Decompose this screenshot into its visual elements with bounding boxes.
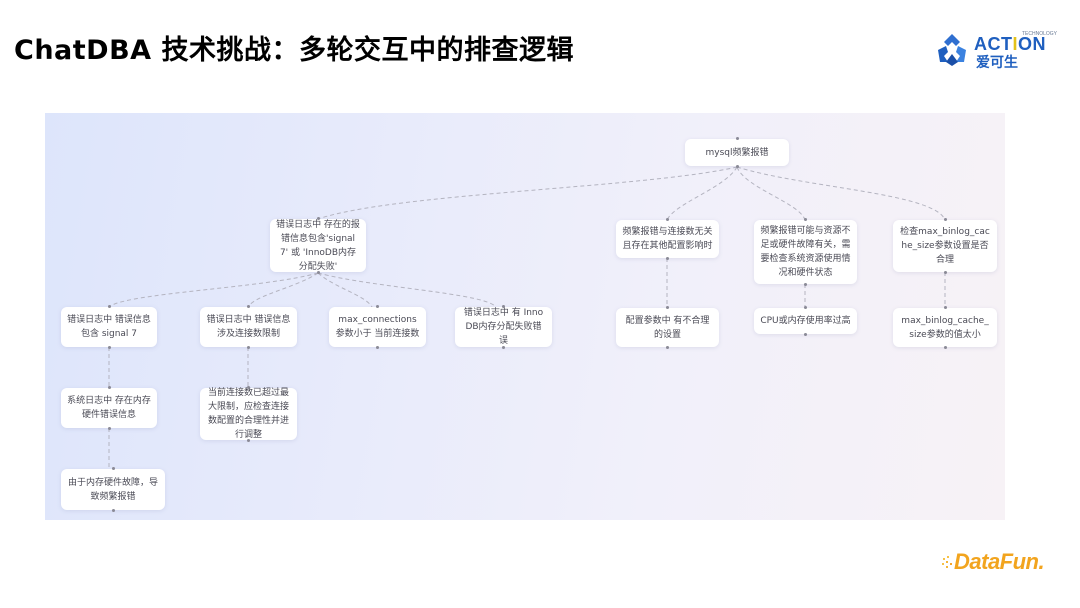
node-label: 频繁报错与连接数无关且存在其他配置影响时	[622, 227, 713, 251]
diagram-edges	[108, 166, 946, 469]
connector-dot	[376, 305, 379, 308]
connector-dot	[804, 218, 807, 221]
node-label: 错误日志中 错误信息包含 signal 7	[67, 315, 151, 339]
action-logo: TECHNOLOGY ACTION 爱可生	[932, 28, 1057, 72]
connector-dot	[666, 346, 669, 349]
connector-dot	[107, 427, 111, 430]
connector-dot	[316, 271, 320, 274]
node-label: 错误日志中 存在的报错信息包含'signal 7' 或 'InnoDB内存分配失…	[276, 219, 360, 272]
diagram-node-adjust-connections[interactable]: 当前连接数已超过最大限制，应检查连接数配置的合理性并进行调整	[200, 386, 297, 442]
connector-dot	[735, 165, 739, 168]
action-logo-cn: 爱可生	[976, 55, 1018, 71]
connector-dot	[111, 509, 115, 512]
node-label: CPU或内存使用率过高	[760, 316, 851, 326]
connector-dot	[943, 218, 947, 221]
diagram-node-signal7[interactable]: 错误日志中 错误信息包含 signal 7	[61, 305, 157, 349]
slide-title: ChatDBA 技术挑战：多轮交互中的排查逻辑	[14, 35, 574, 66]
diagram-node-innodb-alloc-fail[interactable]: 错误日志中 有 InnoDB内存分配失败错误	[455, 305, 552, 349]
diagram-node-bad-config[interactable]: 配置参数中 有不合理的设置	[616, 306, 719, 349]
datafun-wordmark: DataFun.	[954, 549, 1045, 574]
connector-dot	[666, 306, 669, 309]
connector-dot	[502, 305, 505, 308]
node-label: 检查max_binlog_cache_size参数设置是否合理	[900, 227, 990, 265]
diagram-panel: mysql频繁报错 错误日志中 存在的报错信息包含'signal 7' 或 'I…	[45, 113, 1005, 520]
diagram-node-connection-limit[interactable]: 错误日志中 错误信息涉及连接数限制	[200, 305, 297, 349]
connector-dot	[107, 346, 111, 349]
diagram-node-memory-hw-error-log[interactable]: 系统日志中 存在内存硬件错误信息	[61, 386, 157, 430]
connector-dot	[376, 346, 379, 349]
connector-dot	[247, 346, 250, 349]
node-label: 错误日志中 有 InnoDB内存分配失败错误	[463, 308, 544, 346]
connector-dot	[666, 257, 669, 260]
diagram-node-binlog-cache-small[interactable]: max_binlog_cache_size参数的值太小	[893, 306, 997, 349]
connector-dot	[943, 346, 947, 349]
node-label: 错误日志中 错误信息涉及连接数限制	[206, 315, 291, 339]
connector-dot	[247, 439, 250, 442]
connector-dot	[111, 467, 115, 470]
connector-dot	[316, 217, 320, 220]
datafun-logo: DataFun.	[942, 547, 1072, 579]
connector-dot	[247, 386, 250, 389]
connector-dot	[107, 305, 111, 308]
node-label: max_binlog_cache_size参数的值太小	[901, 315, 989, 340]
node-label: 配置参数中 有不合理的设置	[625, 315, 710, 340]
connector-dot	[107, 386, 111, 389]
diagram-node-memory-hw-fault[interactable]: 由于内存硬件故障，导致频繁报错	[61, 467, 165, 512]
node-label: 由于内存硬件故障，导致频繁报错	[67, 477, 158, 502]
diagram-node-max-connections[interactable]: max_connections参数小于 当前连接数	[329, 305, 426, 349]
action-logo-tagline: TECHNOLOGY	[1022, 31, 1058, 37]
diagram-node-check-binlog-cache[interactable]: 检查max_binlog_cache_size参数设置是否合理	[893, 218, 997, 274]
node-label: mysql频繁报错	[705, 147, 769, 158]
connector-dot	[804, 283, 807, 286]
diagram-node-cpu-memory-high[interactable]: CPU或内存使用率过高	[754, 306, 857, 336]
action-logo-icon	[938, 34, 966, 66]
datafun-logo-icon	[942, 556, 952, 568]
connector-dot	[943, 271, 947, 274]
node-label: 系统日志中 存在内存硬件错误信息	[67, 396, 151, 420]
node-label: max_connections参数小于 当前连接数	[335, 315, 420, 339]
action-logo-wordmark: ACTION	[974, 34, 1047, 54]
connector-dot	[943, 306, 947, 309]
connector-dot	[502, 346, 505, 349]
connector-dot	[666, 218, 669, 221]
connector-dot	[804, 306, 807, 309]
node-label: 频繁报错可能与资源不足或硬件故障有关，需要检查系统资源使用情况和硬件状态	[760, 226, 851, 278]
diagram-node-config-impact[interactable]: 频繁报错与连接数无关且存在其他配置影响时	[616, 218, 719, 260]
connector-dot	[247, 305, 250, 308]
connector-dot	[804, 333, 807, 336]
diagram-node-signal7-or-innodb[interactable]: 错误日志中 存在的报错信息包含'signal 7' 或 'InnoDB内存分配失…	[270, 217, 366, 274]
node-label: 当前连接数已超过最大限制，应检查连接数配置的合理性并进行调整	[207, 388, 289, 440]
diagram-node-resource-hardware[interactable]: 频繁报错可能与资源不足或硬件故障有关，需要检查系统资源使用情况和硬件状态	[754, 218, 857, 286]
diagram-node-root[interactable]: mysql频繁报错	[685, 137, 789, 168]
connector-dot	[735, 137, 739, 140]
